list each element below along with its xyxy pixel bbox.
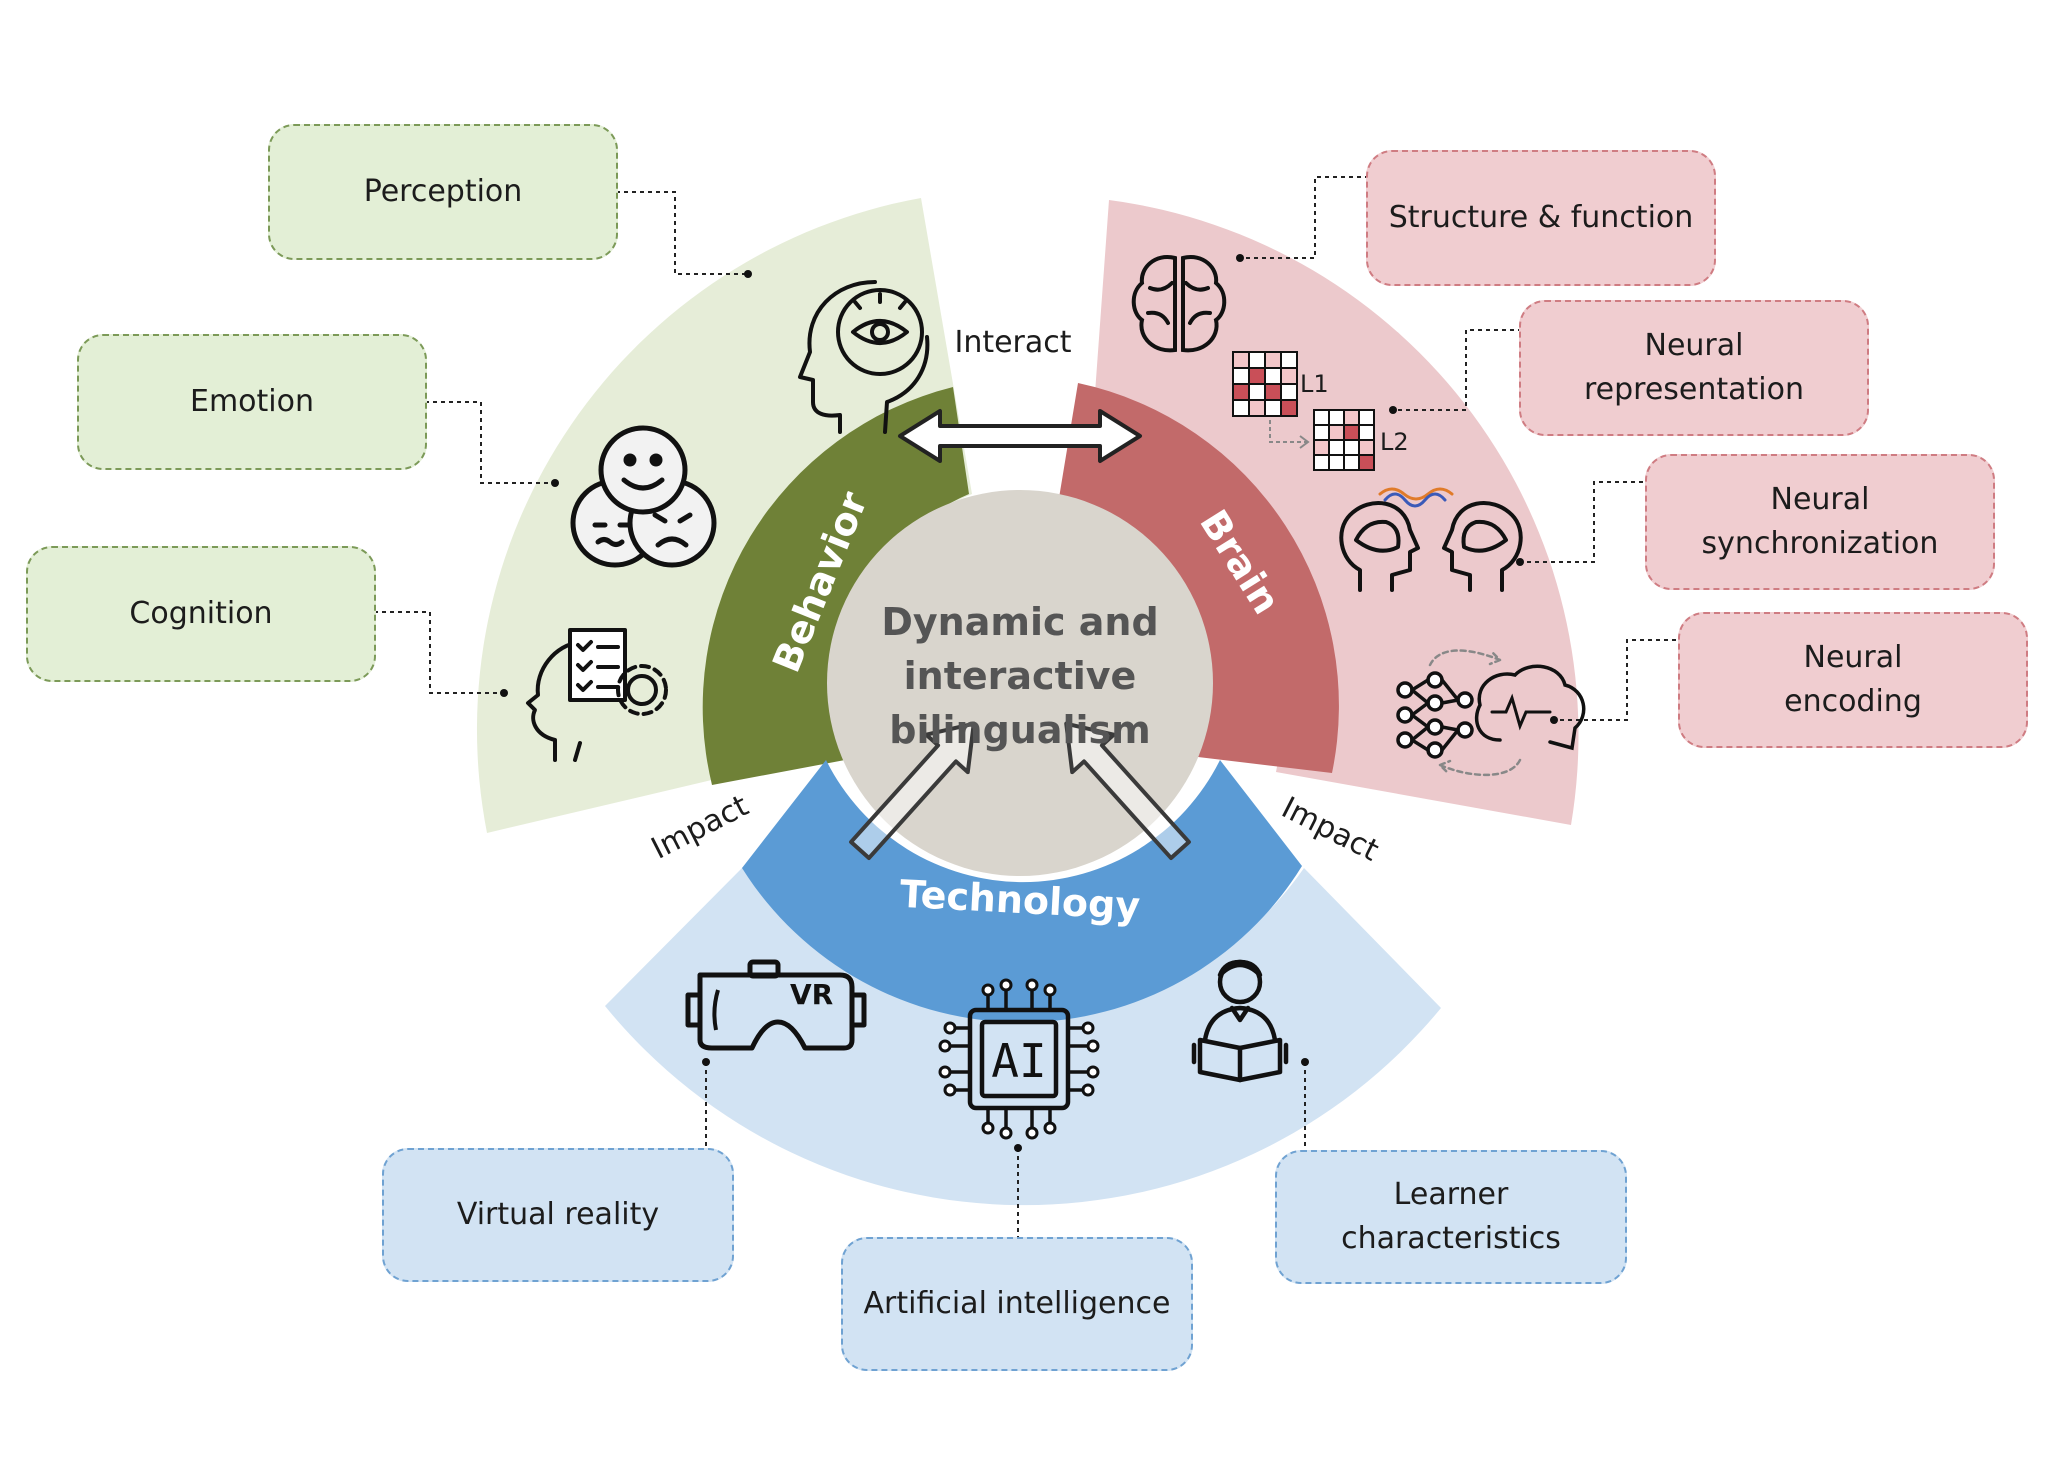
ai-chip-icon [938,978,1100,1140]
interact-double-arrow [898,409,1142,463]
matrix-label-l2: L2 [1380,428,1409,456]
impact-arrow-left [849,721,976,861]
center-title: Dynamic and interactive bilingualism [850,595,1190,757]
matrix-label-l1: L1 [1300,370,1329,398]
neural-synchronization-line-1: Neural [1770,482,1870,517]
artificial-intelligence-box: Artificial intelligence [841,1237,1193,1371]
eye-head-icon [798,280,930,434]
center-title-line-3: bilingualism [889,708,1151,752]
connector-emotion [405,398,559,487]
neural-encoding-box: Neural encoding [1678,612,2028,748]
learner-icon [1191,959,1289,1083]
neural-synchronization-box: Neural synchronization [1645,454,1995,590]
neural-synchronization-line-2: synchronization [1701,526,1939,561]
neural-encoding-line-1: Neural [1803,640,1903,675]
interact-label: Interact [954,325,1072,360]
neural-representation-box: Neural representation [1519,300,1869,436]
learner-characteristics-line-2: characteristics [1341,1221,1561,1256]
cognition-head-icon [526,628,668,762]
brain-icon [1131,255,1227,353]
brain-outer-sector [1088,200,1579,825]
cognition-box: Cognition [26,546,376,682]
connector-structure [1236,173,1389,262]
connector-encoding [1550,636,1704,724]
artificial-intelligence-label: Artificial intelligence [863,1286,1171,1321]
connector-perception [596,188,752,278]
connector-cognition [354,608,508,697]
learner-characteristics-line-1: Learner [1393,1177,1509,1212]
technology-outer-sector [605,866,1441,1206]
neural-encoding-line-2: encoding [1784,684,1922,719]
emotion-faces-icon [570,425,717,568]
behavior-ring [702,387,969,785]
structure-function-label: Structure & function [1388,200,1694,235]
center-title-line-1: Dynamic and [881,600,1159,644]
brain-ring [1059,383,1339,773]
vr-headset-icon [685,959,867,1051]
virtual-reality-label: Virtual reality [456,1197,660,1232]
matrix-icon [1232,351,1375,471]
cognition-label: Cognition [129,596,273,631]
two-heads-icon [1339,487,1523,592]
impact-arrow-right [1064,721,1191,861]
connector-representation [1389,326,1542,414]
emotion-label: Emotion [190,384,314,419]
neural-representation-line-1: Neural [1644,328,1744,363]
neural-representation-line-2: representation [1583,372,1805,407]
perception-box: Perception [268,124,618,260]
structure-function-box: Structure & function [1366,150,1716,286]
network-brain-icon [1396,649,1586,777]
vr-icon-text: VR [790,978,834,1011]
technology-ring [742,760,1302,1023]
emotion-box: Emotion [77,334,427,470]
perception-label: Perception [363,174,523,209]
ai-icon-text: AI [991,1034,1047,1088]
center-title-line-2: interactive [903,654,1137,698]
connector-synchronization [1516,478,1671,566]
virtual-reality-box: Virtual reality [382,1148,734,1282]
learner-characteristics-box: Learner characteristics [1275,1150,1627,1284]
